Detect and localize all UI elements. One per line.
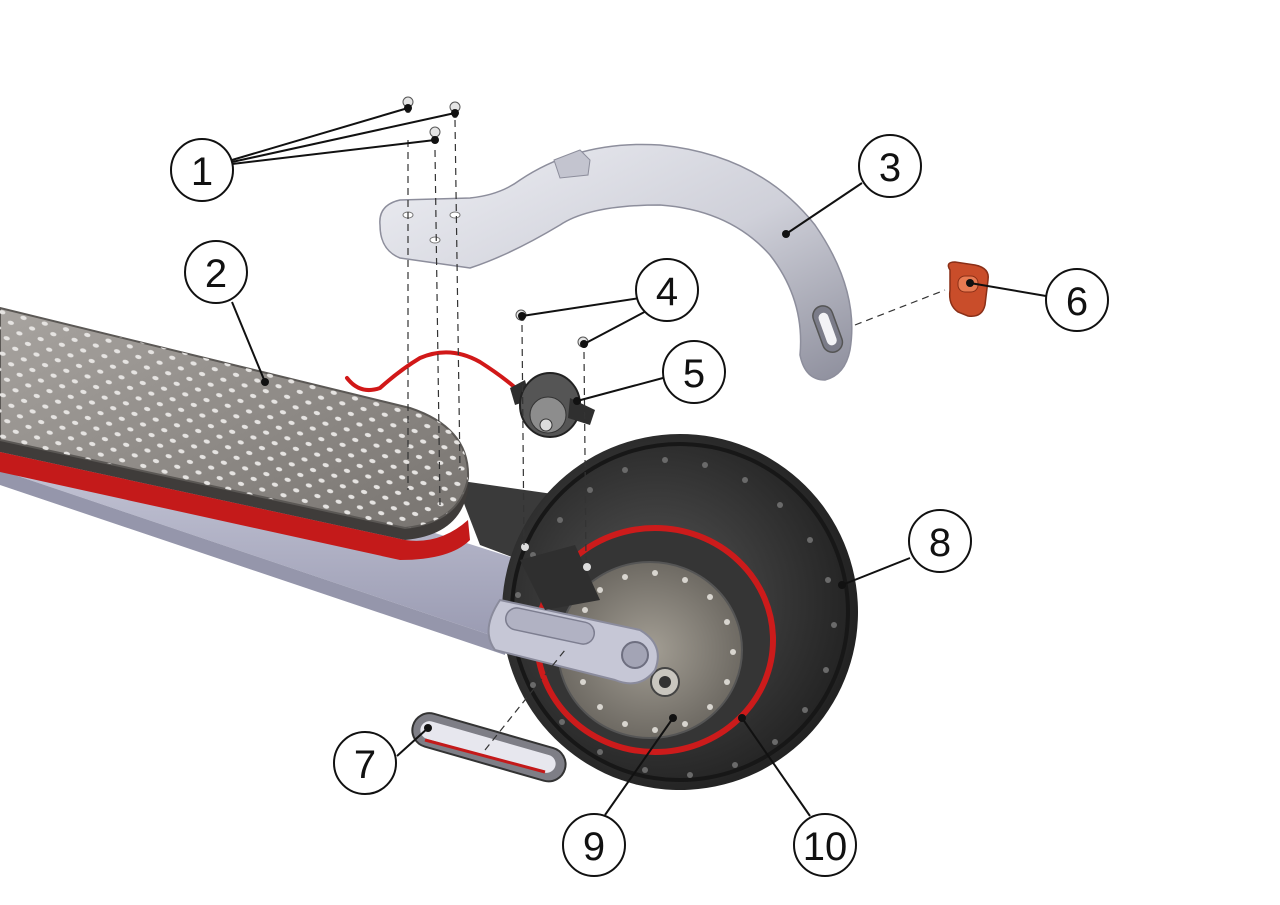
- callout-7-label: 7: [354, 743, 376, 787]
- callout-9-label: 9: [583, 825, 605, 869]
- callout-8-label: 8: [929, 521, 951, 565]
- fender: [379, 143, 853, 381]
- callout-3: 3: [858, 134, 922, 198]
- callout-1: 1: [170, 138, 234, 202]
- callout-10: 10: [793, 813, 857, 877]
- callout-8: 8: [908, 509, 972, 573]
- callout-2-label: 2: [205, 252, 227, 296]
- callout-3-label: 3: [879, 146, 901, 190]
- fender-bracket: [520, 543, 600, 610]
- callout-10-label: 10: [803, 825, 848, 869]
- deck: [0, 306, 470, 560]
- swing-arm: [487, 598, 659, 685]
- leader-lines: [231, 104, 1047, 817]
- brake-light-unit: [345, 350, 595, 438]
- callout-9: 9: [562, 813, 626, 877]
- callout-4: 4: [635, 258, 699, 322]
- callout-1-label: 1: [191, 150, 213, 194]
- callout-5: 5: [662, 340, 726, 404]
- callout-7: 7: [333, 731, 397, 795]
- reflector: [947, 261, 989, 318]
- callout-5-label: 5: [683, 352, 705, 396]
- assembly-lines: [407, 119, 946, 751]
- callout-2: 2: [184, 240, 248, 304]
- callout-6: 6: [1045, 268, 1109, 332]
- fender-screws: [402, 96, 461, 143]
- callout-6-label: 6: [1066, 280, 1088, 324]
- callout-4-label: 4: [656, 270, 678, 314]
